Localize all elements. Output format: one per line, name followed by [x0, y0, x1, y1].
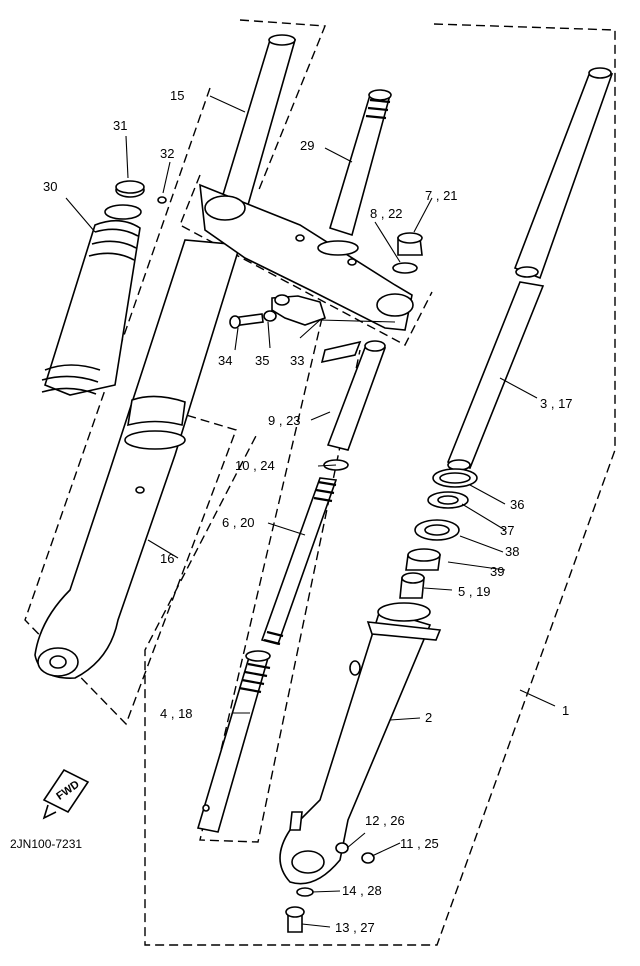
callout-2: 2 — [425, 710, 432, 725]
drain-bolt — [361, 852, 375, 864]
washer — [263, 310, 277, 322]
bottom-bolt — [285, 906, 305, 933]
oil-seal-washer — [427, 491, 469, 509]
damper-rod — [196, 650, 271, 833]
callout-16: 16 — [160, 551, 174, 566]
callout-32: 32 — [160, 146, 174, 161]
callout-39: 39 — [490, 564, 504, 579]
gasket — [335, 842, 349, 854]
callout-11-25: 11 , 25 — [400, 836, 439, 851]
left-fork-leg — [34, 34, 297, 679]
callout-8-22: 8 , 22 — [370, 206, 403, 221]
copper-washer — [296, 887, 314, 897]
slide-metal — [405, 548, 441, 571]
callout-5-19: 5 , 19 — [458, 584, 491, 599]
right-fork-assembly-outline — [144, 23, 616, 946]
callout-12-26: 12 , 26 — [365, 813, 405, 828]
callout-6-20: 6 , 20 — [222, 515, 255, 530]
bracket-outline — [179, 174, 433, 346]
inner-parts-outline — [199, 317, 361, 843]
callout-37: 37 — [500, 523, 514, 538]
callout-15: 15 — [170, 88, 184, 103]
inner-tube — [446, 67, 614, 471]
callout-34: 34 — [218, 353, 232, 368]
callout-10-24: 10 , 24 — [235, 458, 275, 473]
callout-1: 1 — [562, 703, 569, 718]
oil-lock-piece — [399, 572, 425, 599]
callout-35: 35 — [255, 353, 269, 368]
pinch-bolt — [229, 313, 264, 329]
cap-bolt — [397, 232, 423, 256]
stopper-ring — [432, 468, 478, 488]
steering-stem — [317, 89, 392, 256]
clip — [157, 196, 167, 204]
callout-33: 33 — [290, 353, 304, 368]
clamp — [271, 294, 326, 326]
outer-tube — [279, 602, 442, 885]
callout-4-18: 4 , 18 — [160, 706, 193, 721]
callout-29: 29 — [300, 138, 314, 153]
callout-7-21: 7 , 21 — [425, 188, 458, 203]
callout-38: 38 — [505, 544, 519, 559]
fork-oil-seal — [414, 519, 460, 541]
callout-3-17: 3 , 17 — [540, 396, 573, 411]
oil-seal — [115, 180, 145, 198]
callout-9-23: 9 , 23 — [268, 413, 301, 428]
fork-spring — [260, 477, 338, 646]
under-bracket — [199, 183, 414, 331]
fwd-arrow-icon: FWD — [42, 768, 90, 820]
dust-boot — [41, 204, 142, 396]
callout-36: 36 — [510, 497, 524, 512]
left-fork-assembly-outline — [24, 19, 327, 726]
o-ring — [392, 262, 418, 274]
damper-rod-top — [320, 340, 387, 451]
callout-13-27: 13 , 27 — [335, 920, 375, 935]
callout-14-28: 14 , 28 — [342, 883, 382, 898]
leader-lines — [65, 95, 556, 928]
diagram-code: 2JN100-7231 — [10, 837, 82, 851]
callout-31: 31 — [113, 118, 127, 133]
callout-30: 30 — [43, 179, 57, 194]
